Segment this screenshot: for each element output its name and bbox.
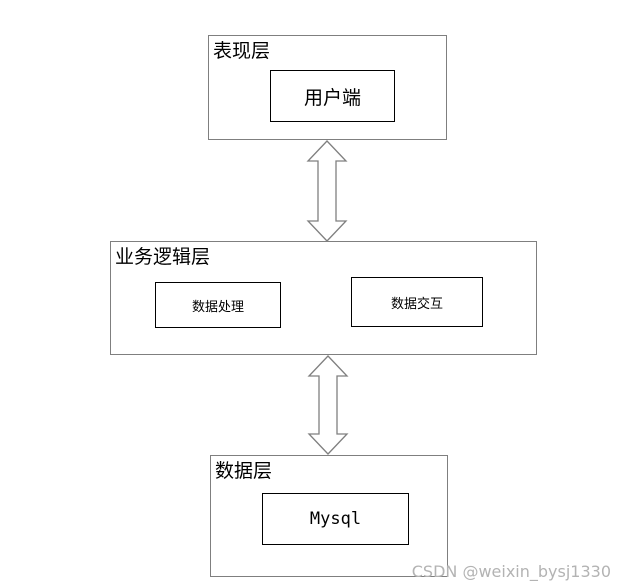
client-box: 用户端 [270, 70, 395, 122]
mysql-box: Mysql [262, 493, 409, 545]
presentation-layer: 表现层 用户端 [208, 35, 447, 140]
csdn-watermark: CSDN @weixin_bysj1330 [411, 562, 611, 581]
data-layer: 数据层 Mysql [210, 455, 448, 577]
business-logic-layer-title: 业务逻辑层 [115, 246, 211, 268]
data-interaction-box: 数据交互 [351, 277, 483, 327]
business-logic-layer: 业务逻辑层 数据处理 数据交互 [110, 241, 537, 355]
data-processing-box: 数据处理 [155, 282, 281, 328]
double-arrow-top [306, 140, 348, 242]
presentation-layer-title: 表现层 [213, 40, 271, 62]
data-layer-title: 数据层 [215, 460, 273, 482]
double-arrow-bottom [307, 355, 349, 455]
